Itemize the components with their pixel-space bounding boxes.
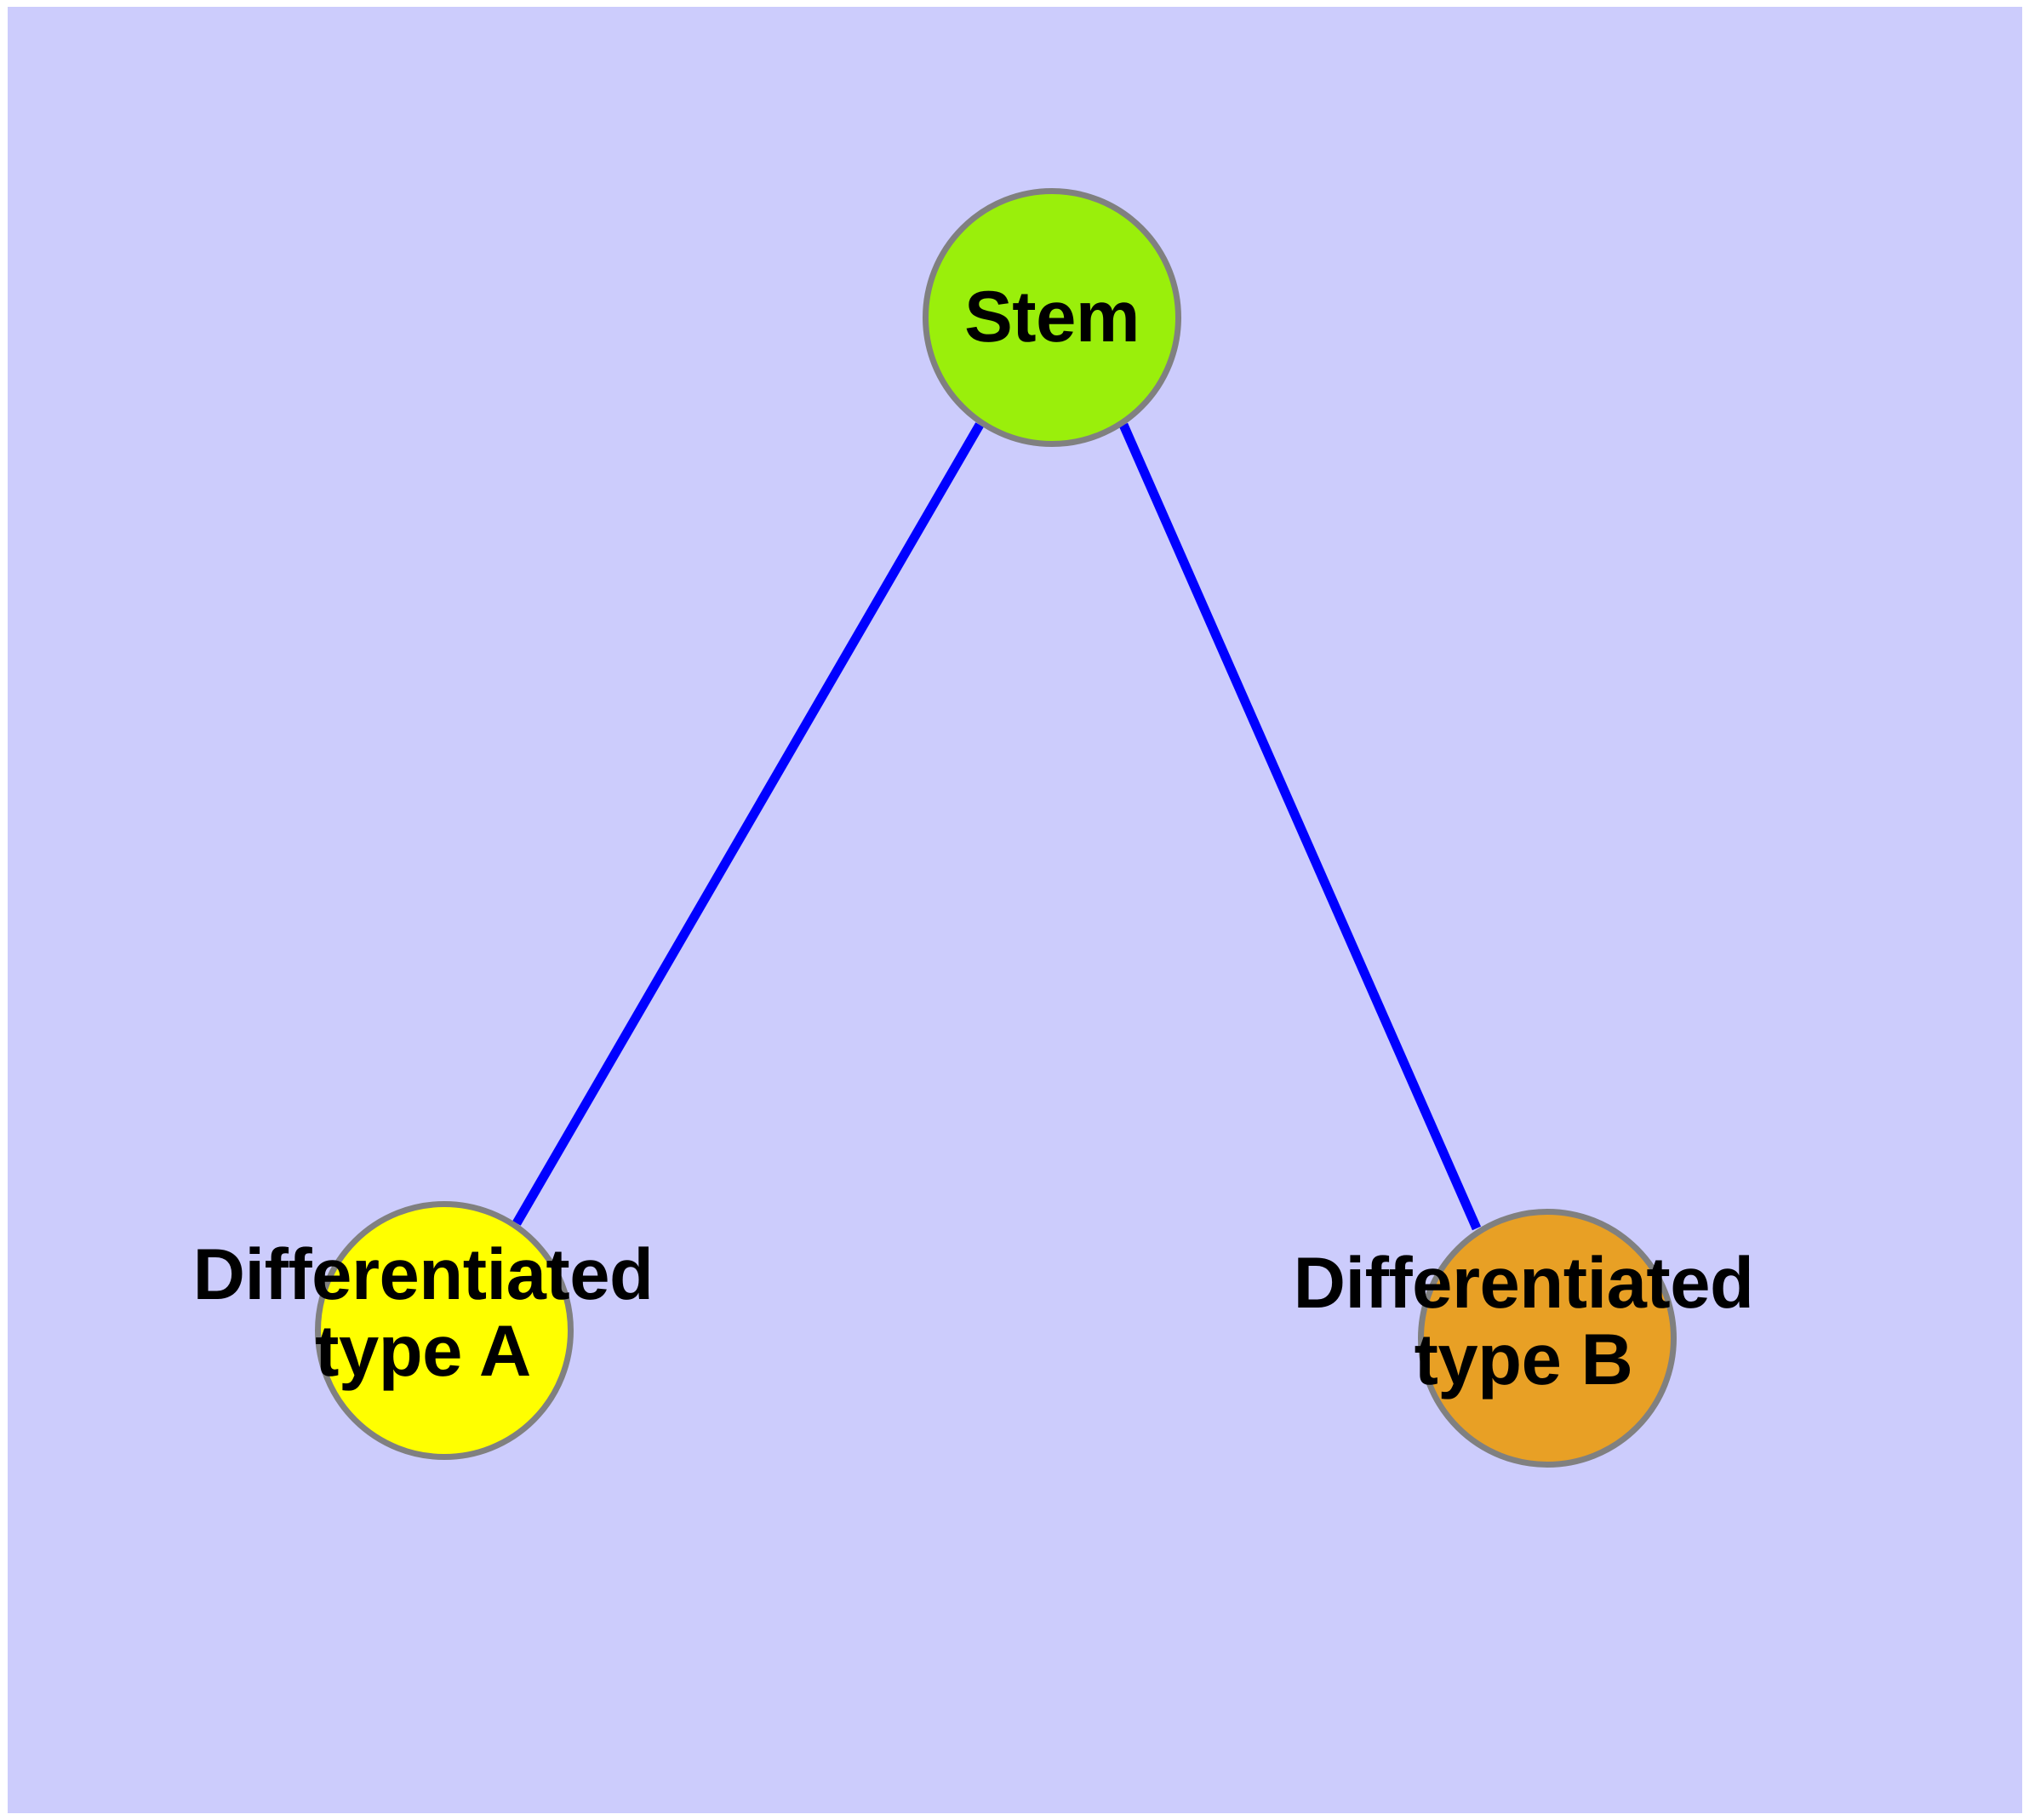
graph-svg bbox=[315, 188, 1677, 1468]
nodes-group bbox=[315, 188, 1677, 1468]
graph-node-diff-b[interactable] bbox=[1418, 1209, 1677, 1468]
edges-group bbox=[512, 422, 1482, 1231]
graph-node-diff-a[interactable] bbox=[315, 1201, 574, 1460]
graph-edge-stem-to-diff-a[interactable] bbox=[512, 422, 984, 1226]
graph-edge-stem-to-diff-b[interactable] bbox=[1118, 422, 1482, 1231]
graph-node-stem[interactable] bbox=[923, 188, 1181, 447]
